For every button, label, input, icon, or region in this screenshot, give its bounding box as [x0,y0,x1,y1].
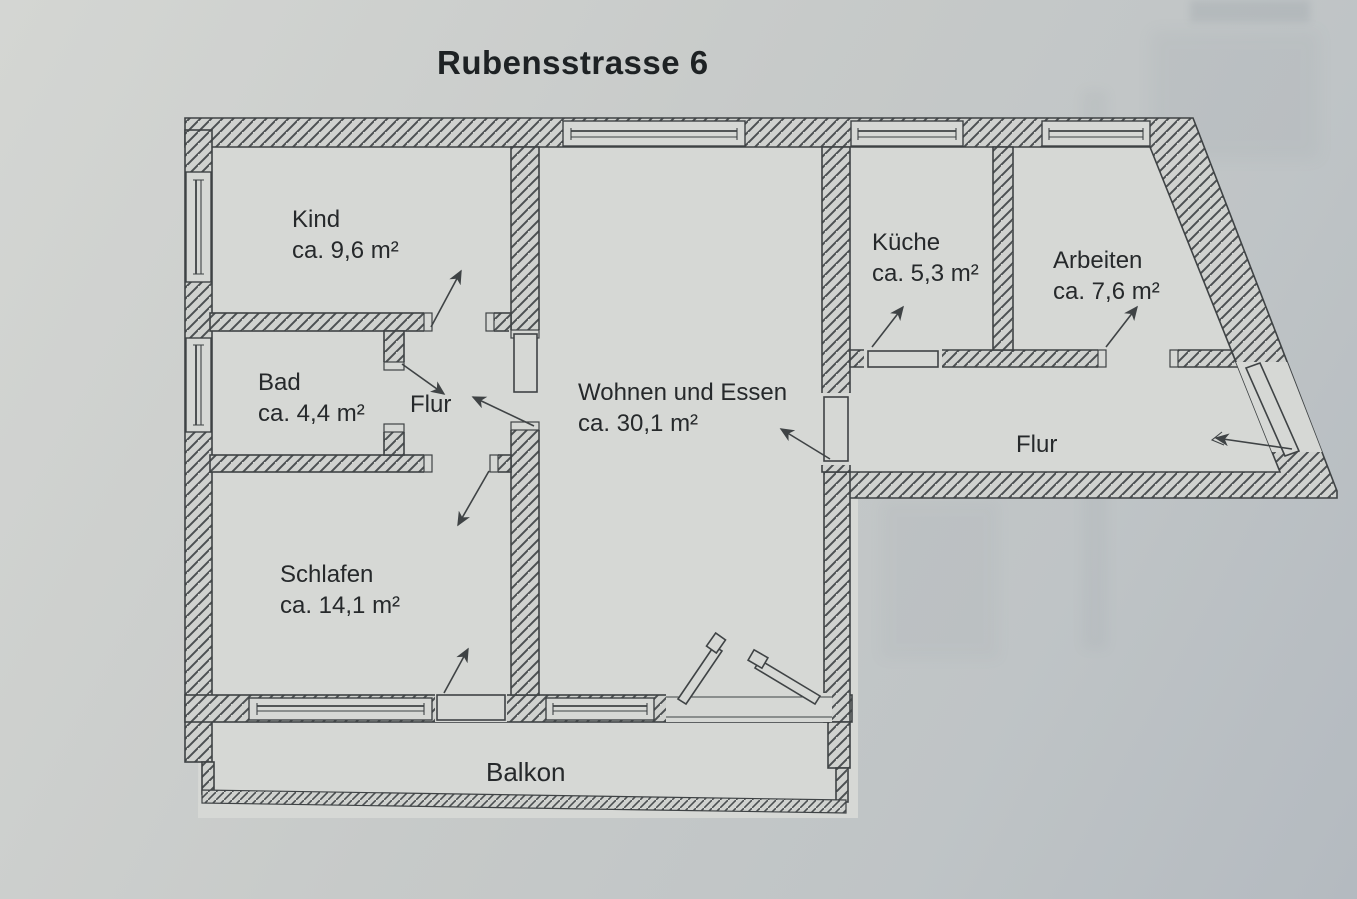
window-schlafen-bottom [248,697,433,721]
room-name: Flur [1016,431,1058,458]
room-area: ca. 7,6 m² [1053,277,1160,305]
room-label-wohnen: Wohnen und Essen ca. 30,1 m² [578,378,787,439]
room-label-arbeiten: Arbeiten ca. 7,6 m² [1053,246,1160,307]
room-label-balkon: Balkon [486,756,566,789]
door-flur-bad [382,361,446,433]
door-entrance [1210,361,1322,458]
balcony-wall-right [827,721,851,769]
room-label-flur-right: Flur [1016,430,1057,461]
window-wohnen-top [562,120,746,147]
door-wohnen-flur [779,393,852,465]
room-label-kind: Kind ca. 9,6 m² [292,205,399,266]
room-name: Kind [292,206,341,233]
room-label-kueche: Küche ca. 5,3 m² [872,228,979,289]
room-label-flur-small: Flur [410,390,451,421]
door-flur-kueche [864,305,942,369]
window-bad-left [185,337,212,433]
door-flur-schlafen [423,453,499,527]
door-flur-wohnen [471,329,541,431]
door-flur-kind [423,269,495,333]
room-name: Bad [258,369,301,396]
room-area: ca. 5,3 m² [872,259,979,287]
room-name: Balkon [486,757,566,787]
room-name: Arbeiten [1053,247,1143,274]
room-label-bad: Bad ca. 4,4 m² [258,368,365,429]
room-label-schlafen: Schlafen ca. 14,1 m² [280,560,400,621]
outer-wall-left-step [201,761,215,795]
window-kind-left [185,171,212,283]
window-kueche-top [850,120,964,147]
room-area: ca. 4,4 m² [258,399,365,427]
door-flur-arbeiten [1097,305,1179,369]
wall-kueche-arbeiten [992,146,1014,351]
room-name: Wohnen und Essen [578,379,788,406]
room-name: Flur [410,391,452,418]
apartment-interior [198,140,1295,818]
door-schlafen-balkon [435,647,507,722]
window-wohnen-bottom [545,697,655,721]
balcony-wall-right-step [835,767,849,803]
outer-wall-right-lower [823,471,851,723]
balcony-railing [201,789,847,814]
page-title: Rubensstrasse 6 [437,44,709,81]
room-area: ca. 9,6 m² [292,236,399,264]
room-area: ca. 30,1 m² [578,409,699,437]
window-arbeiten-top [1041,120,1151,147]
room-name: Küche [872,229,941,256]
door-wohnen-balkon [666,631,832,722]
room-name: Schlafen [280,561,374,588]
room-area: ca. 14,1 m² [280,591,401,619]
